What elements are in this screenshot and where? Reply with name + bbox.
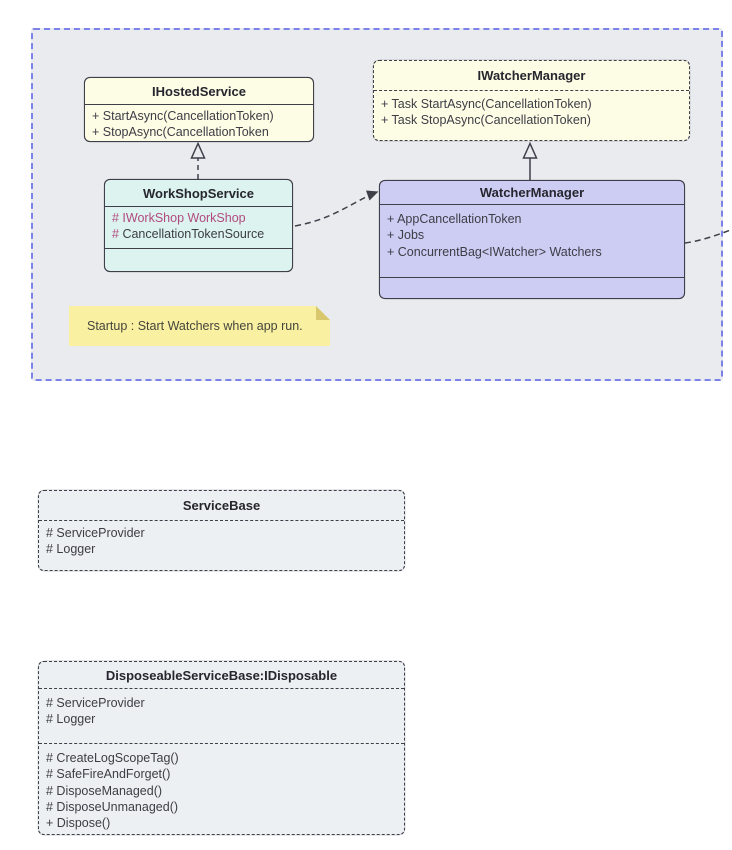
attribute-text: CancellationTokenSource [122, 227, 265, 242]
class-iwatchermanager[interactable]: IWatcherManager + Task StartAsync(Cancel… [373, 60, 690, 141]
class-members: + Task StartAsync(CancellationToken) + T… [374, 90, 689, 140]
method-line: # DisposeManaged() [46, 783, 163, 798]
method-line: + Dispose() [46, 816, 111, 831]
attribute-line: # IWorkShop WorkShop [112, 211, 246, 225]
class-empty-section [380, 277, 684, 298]
attribute-line: # ServiceProvider [46, 526, 145, 540]
class-title: IWatcherManager [477, 68, 586, 83]
class-watchermanager[interactable]: WatcherManager + AppCancellationToken + … [379, 180, 685, 299]
member-line: + Task StartAsync(CancellationToken) [381, 97, 592, 111]
class-attributes: # ServiceProvider # Logger [39, 688, 404, 743]
class-members: + StartAsync(CancellationToken) + StopAs… [85, 104, 313, 141]
class-attributes: + AppCancellationToken + Jobs + Concurre… [380, 204, 684, 277]
class-title: WatcherManager [479, 185, 585, 200]
method-line: # DisposeUnmanaged() [46, 799, 179, 814]
member-line: + StartAsync(CancellationToken) [92, 109, 274, 123]
class-servicebase[interactable]: ServiceBase # ServiceProvider # Logger [38, 490, 405, 571]
class-title: WorkShopService [142, 185, 255, 201]
class-attributes: # IWorkShop WorkShop # CancellationToken… [105, 206, 292, 248]
sticky-note[interactable]: Startup : Start Watchers when app run. [69, 306, 330, 346]
class-ihostedservice[interactable]: IHostedService + StartAsync(Cancellation… [84, 77, 314, 142]
class-title: IHostedService [152, 83, 246, 99]
class-disposeableservicebase[interactable]: DisposeableServiceBase:IDisposable # Ser… [38, 661, 405, 835]
class-methods: # CreateLogScopeTag() # SafeFireAndForge… [39, 743, 404, 834]
method-line: # SafeFireAndForget() [46, 767, 171, 782]
class-empty-section [105, 248, 292, 271]
note-fold-icon [316, 306, 330, 320]
member-line: + Task StopAsync(CancellationToken) [381, 113, 591, 128]
class-title: DisposeableServiceBase:IDisposable [105, 667, 338, 683]
method-line: # CreateLogScopeTag() [46, 751, 179, 765]
attribute-line: + Jobs [387, 228, 425, 243]
attribute-line: # CancellationTokenSource [112, 226, 285, 242]
attribute-line: + AppCancellationToken [387, 212, 522, 226]
attribute-line: # Logger [46, 712, 96, 727]
attribute-line: # ServiceProvider [46, 696, 145, 710]
attribute-prefix: # [112, 227, 123, 242]
attribute-line: # Logger [46, 542, 96, 557]
member-line: + StopAsync(CancellationToken [92, 125, 269, 140]
class-workshopservice[interactable]: WorkShopService # IWorkShop WorkShop # C… [104, 179, 293, 272]
class-title: ServiceBase [182, 498, 261, 513]
attribute-line: + ConcurrentBag<IWatcher> Watchers [387, 244, 602, 259]
sticky-note-text: Startup : Start Watchers when app run. [87, 319, 303, 333]
class-attributes: # ServiceProvider # Logger [39, 520, 404, 570]
